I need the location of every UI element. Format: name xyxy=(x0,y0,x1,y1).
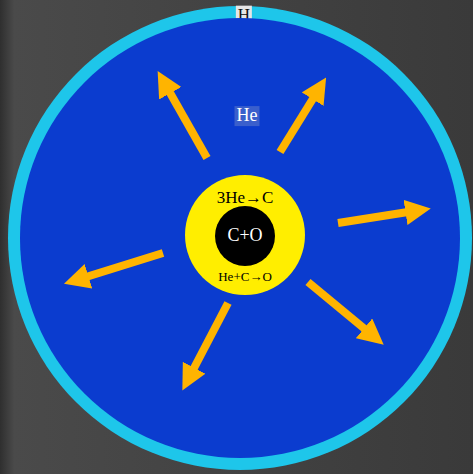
energy-arrow xyxy=(193,303,228,370)
energy-arrow xyxy=(308,282,366,330)
circle-fill xyxy=(185,175,305,295)
circle-fill xyxy=(215,206,275,266)
energy-arrow xyxy=(280,97,314,152)
core-label: C+O xyxy=(227,226,262,246)
helium-layer: He 3He→C He+C→O C+O xyxy=(20,18,460,458)
hydrogen-shell: H He3He→CHe+C→OC+O xyxy=(8,6,472,470)
layer-label: He xyxy=(235,106,260,126)
energy-arrow xyxy=(169,91,207,158)
reaction-label: 3He→C xyxy=(217,189,274,208)
reaction-label: He+C→O xyxy=(218,270,272,284)
helium-burning-shell: 3He→C He+C→O C+O xyxy=(185,175,305,295)
energy-arrow xyxy=(338,212,408,223)
energy-arrow xyxy=(86,253,163,277)
circle-fill xyxy=(8,6,472,470)
carbon-oxygen-core: C+O xyxy=(215,206,275,266)
circle-fill xyxy=(20,18,460,458)
